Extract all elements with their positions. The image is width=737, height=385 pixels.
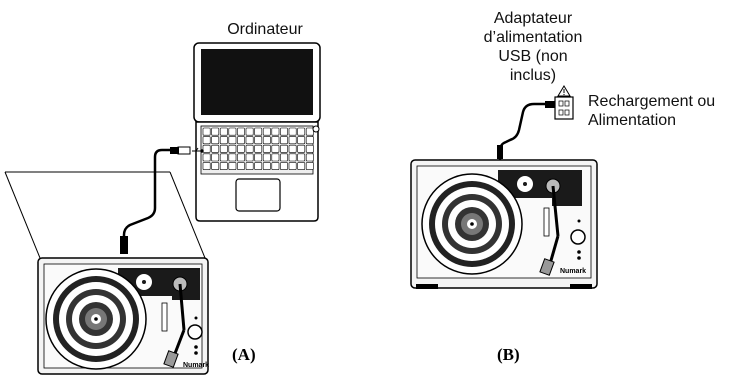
keyboard-key: [202, 153, 211, 162]
keyboard-key: [211, 153, 220, 162]
keyboard-key: [271, 153, 280, 162]
keyboard-key: [305, 136, 314, 145]
keyboard: [202, 127, 314, 170]
adapter-label-line: inclus): [509, 67, 557, 84]
keyboard-key: [211, 136, 220, 145]
keyboard-key: [202, 144, 211, 153]
keyboard-key: [202, 162, 211, 170]
zoom-outline: [4, 171, 206, 259]
keyboard-key: [262, 136, 271, 145]
brand-logo-a: Numark: [183, 362, 209, 369]
keyboard-key: [297, 144, 306, 153]
usb-cable-a: [122, 148, 171, 252]
keyboard-key: [202, 136, 211, 145]
keyboard-key: [237, 127, 245, 136]
keyboard-key: [271, 127, 280, 136]
keyboard-key: [237, 136, 245, 145]
keyboard-key: [202, 127, 211, 136]
keyboard-key: [228, 153, 237, 162]
keyboard-key: [228, 144, 237, 153]
keyboard-key: [254, 136, 263, 145]
usb-plug-icon: [545, 101, 555, 108]
wall-outlet-icon: [554, 96, 574, 120]
keyboard-key: [288, 153, 297, 162]
keyboard-key: [271, 144, 280, 153]
keyboard-key: [245, 136, 254, 145]
usb-symbol-icon: [192, 147, 204, 153]
keyboard-key: [288, 127, 297, 136]
charging-label-line: Rechargement ou: [588, 93, 716, 110]
keyboard-key: [262, 144, 271, 153]
keyboard-key: [245, 153, 254, 162]
keyboard-key: [228, 127, 237, 136]
turntable-icon: Numark: [37, 257, 209, 375]
keyboard-key: [288, 162, 297, 170]
keyboard-key: [228, 162, 237, 170]
keyboard-key: [297, 136, 306, 145]
brand-logo-b: Numark: [560, 268, 586, 275]
usb-cable-b: [498, 102, 546, 160]
figure-tag-a: (A): [232, 345, 256, 364]
adapter-label-line: d’alimentation: [483, 29, 583, 46]
keyboard-key: [254, 144, 263, 153]
keyboard-key: [271, 162, 280, 170]
warning-triangle-icon: [557, 85, 571, 97]
keyboard-key: [254, 153, 263, 162]
keyboard-key: [288, 144, 297, 153]
computer-label: Ordinateur: [227, 21, 303, 38]
keyboard-key: [280, 162, 288, 170]
keyboard-key: [262, 153, 271, 162]
keyboard-key: [254, 162, 263, 170]
keyboard-key: [262, 162, 271, 170]
keyboard-key: [297, 162, 306, 170]
adapter-label: Adaptateur d’alimentation USB (non inclu…: [468, 9, 598, 85]
keyboard-key: [254, 127, 263, 136]
keyboard-key: [280, 144, 288, 153]
keyboard-key: [305, 162, 314, 170]
keyboard-key: [245, 144, 254, 153]
keyboard-key: [245, 127, 254, 136]
charging-label-line: Alimentation: [588, 112, 677, 129]
keyboard-key: [305, 127, 314, 136]
keyboard-key: [219, 153, 228, 162]
adapter-label-line: Adaptateur: [493, 10, 573, 27]
laptop-icon: [193, 42, 321, 222]
keyboard-key: [297, 153, 306, 162]
keyboard-key: [219, 136, 228, 145]
keyboard-key: [305, 153, 314, 162]
keyboard-key: [211, 127, 220, 136]
usb-plug-icon: [120, 236, 128, 254]
keyboard-key: [237, 162, 245, 170]
keyboard-key: [211, 144, 220, 153]
keyboard-key: [305, 144, 314, 153]
keyboard-key: [280, 153, 288, 162]
keyboard-key: [297, 127, 306, 136]
keyboard-key: [288, 136, 297, 145]
turntable-icon: Numark: [410, 159, 598, 289]
usb-plug-icon: [170, 146, 191, 155]
keyboard-key: [271, 136, 280, 145]
figure-tag-b: (B): [497, 345, 520, 364]
keyboard-key: [280, 136, 288, 145]
keyboard-key: [211, 162, 220, 170]
keyboard-key: [219, 144, 228, 153]
keyboard-key: [237, 144, 245, 153]
charging-label: Rechargement ou Alimentation: [588, 92, 734, 130]
keyboard-key: [219, 127, 228, 136]
keyboard-key: [228, 136, 237, 145]
adapter-label-line: USB (non: [498, 48, 568, 65]
keyboard-key: [219, 162, 228, 170]
keyboard-key: [280, 127, 288, 136]
keyboard-key: [245, 162, 254, 170]
keyboard-key: [237, 153, 245, 162]
keyboard-key: [262, 127, 271, 136]
usb-plug-icon: [497, 145, 503, 159]
